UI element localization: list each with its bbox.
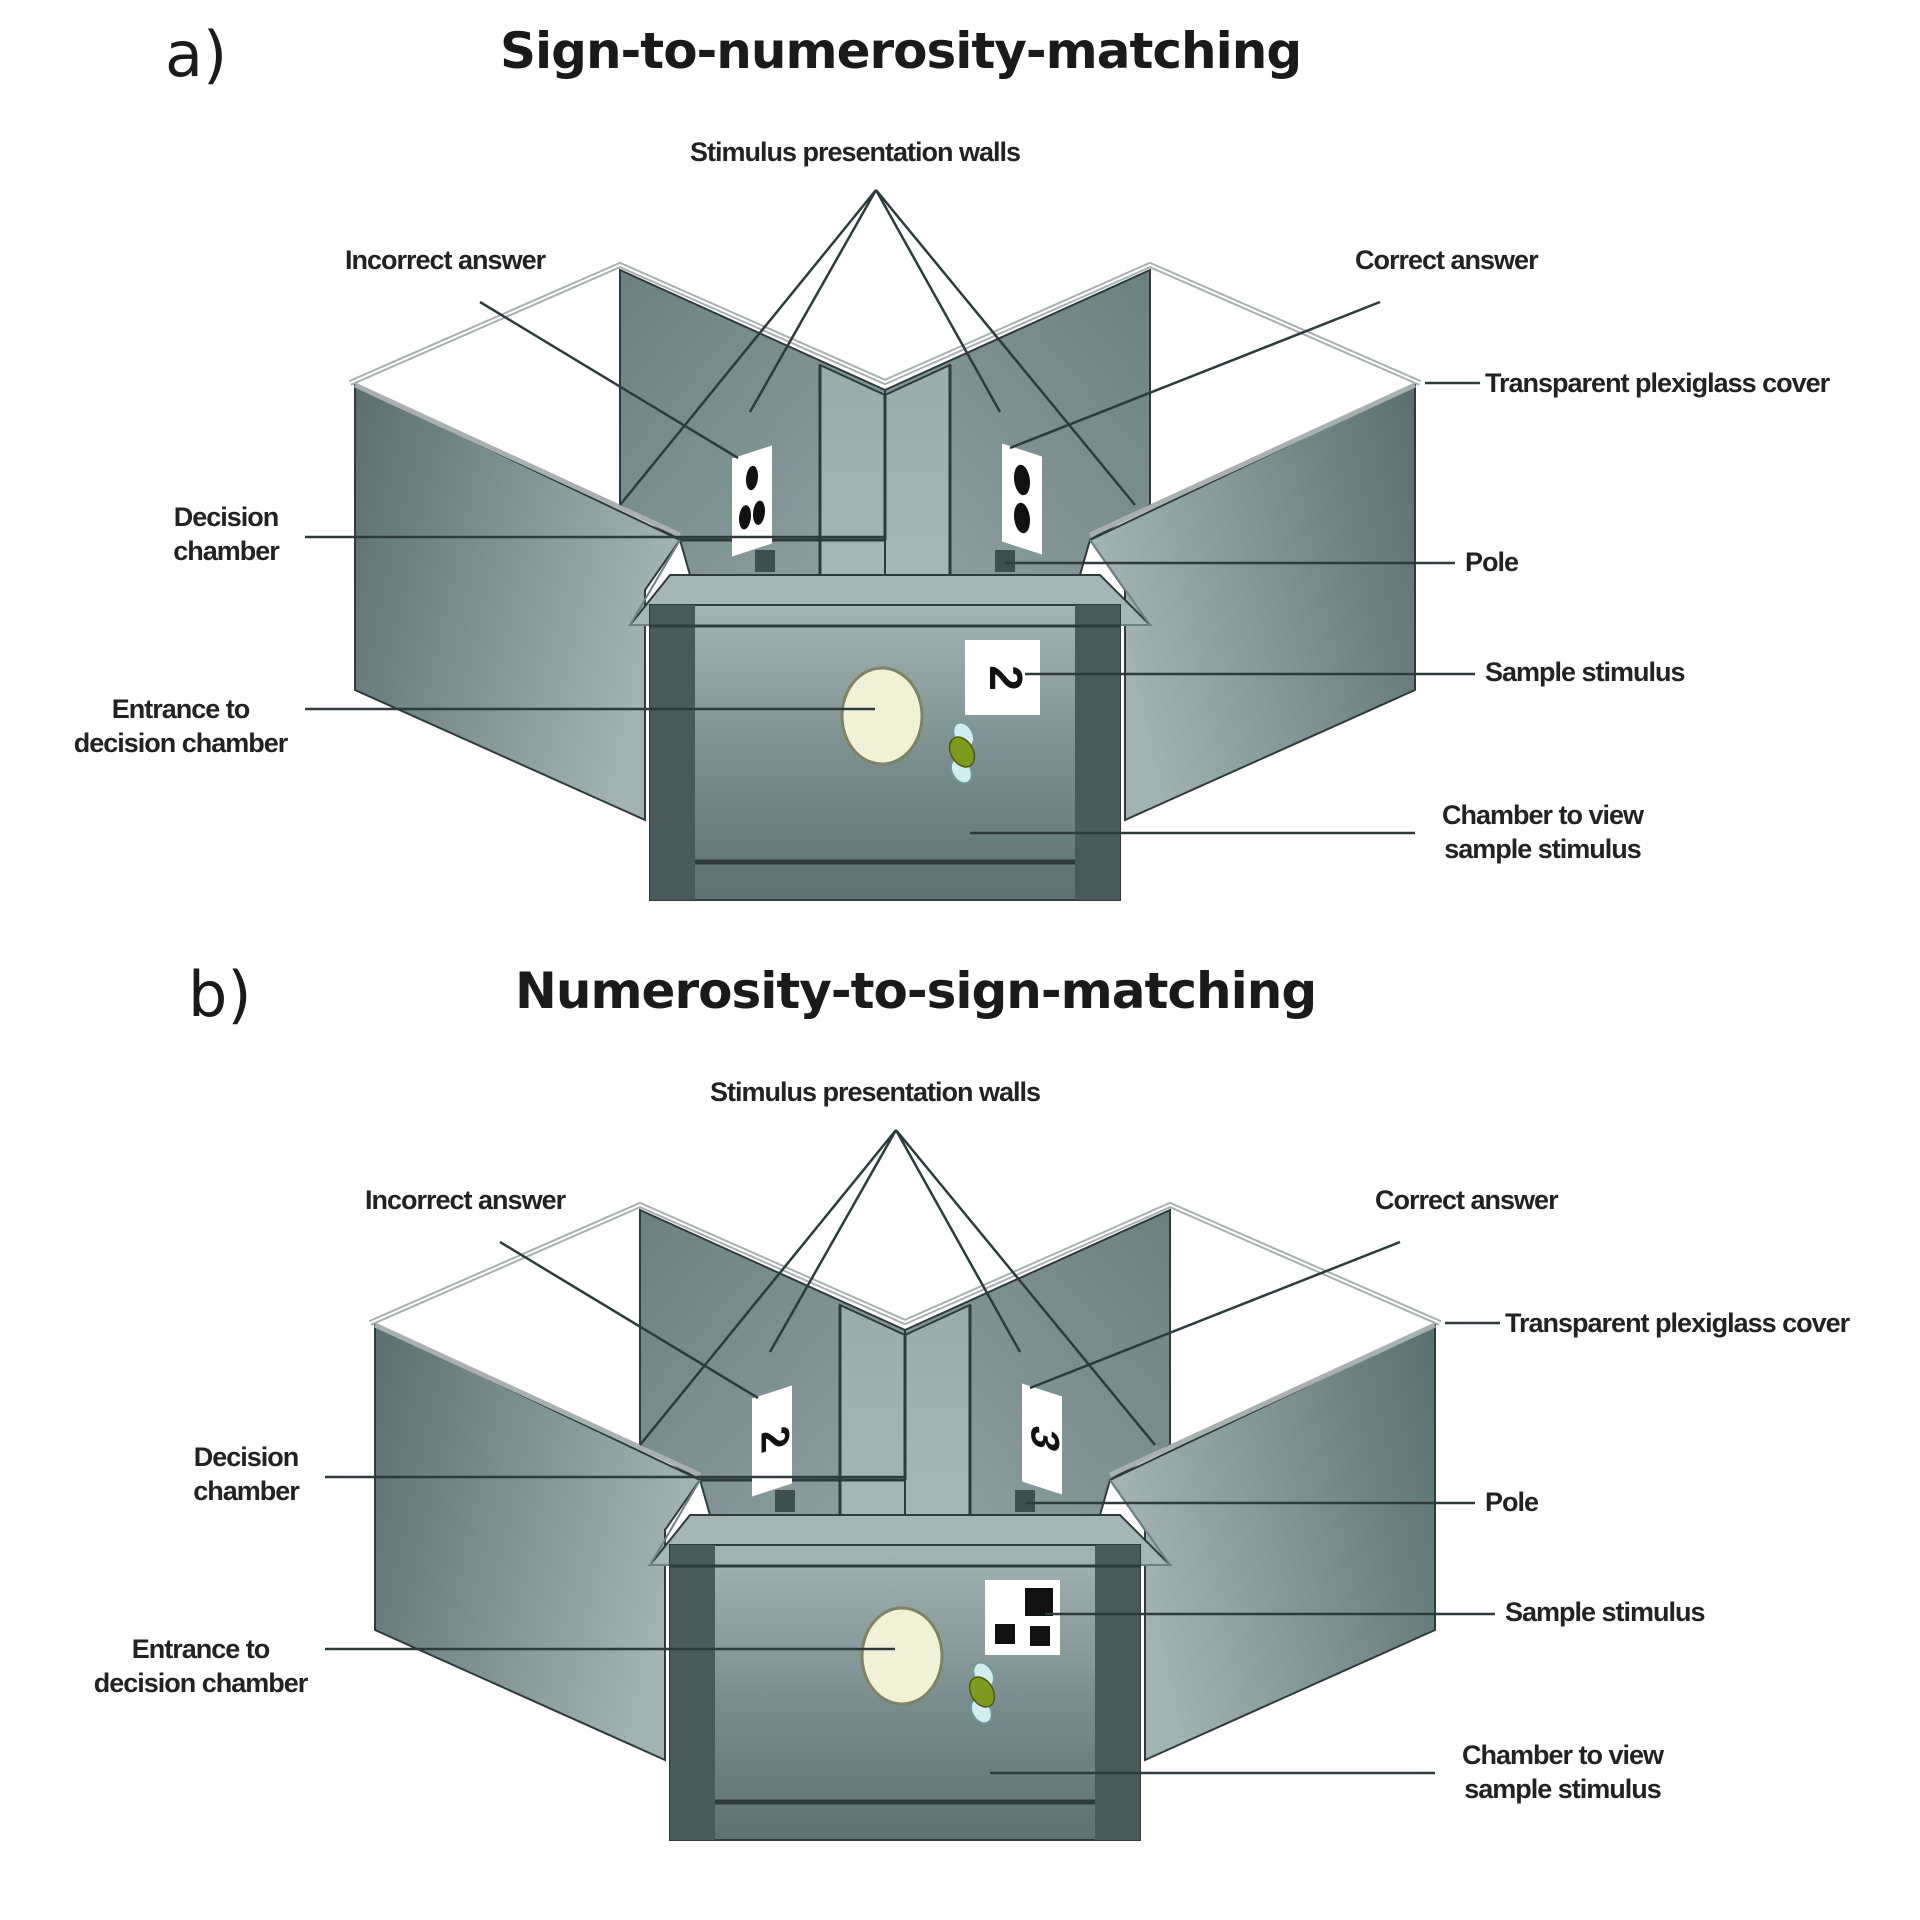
entrance-hole (840, 666, 924, 766)
right-post (1075, 605, 1120, 900)
correct-answer-card: 3 (1022, 1383, 1067, 1495)
panel-a-apparatus: 2 (305, 189, 1480, 901)
plexiglass-edge (1088, 382, 1417, 538)
center-panel-right (904, 1303, 971, 1516)
sample-square (995, 1624, 1015, 1644)
plexiglass-edge (1108, 1322, 1437, 1478)
sample-stimulus-card (985, 1580, 1060, 1655)
leader-walls-right (894, 1129, 1022, 1353)
leader-correct (1009, 300, 1381, 450)
label-correct-answer: Correct answer (1375, 1185, 1559, 1215)
pole-right (995, 550, 1015, 572)
label-incorrect-answer: Incorrect answer (365, 1185, 566, 1215)
left-post (650, 605, 695, 900)
label-view-chamber: Chamber to view sample stimulus (1461, 1740, 1664, 1804)
leader-walls-left (748, 189, 878, 413)
pole-left (755, 550, 775, 572)
panel-b-title: Numerosity-to-sign-matching (515, 962, 1317, 1020)
bee-body (948, 736, 976, 768)
label-sample-stimulus: Sample stimulus (1485, 657, 1686, 687)
bee-icon (968, 1662, 996, 1724)
leader-walls-left-far (639, 1129, 897, 1446)
leader-walls-right (874, 189, 1002, 413)
pole-right (1015, 1490, 1035, 1512)
bee-body (968, 1676, 996, 1708)
label-entrance: Entrance to decision chamber (73, 694, 289, 758)
leader-walls-right-far (875, 189, 1136, 506)
panel-b-letter: b) (188, 958, 252, 1031)
label-entrance: Entrance to decision chamber (93, 1634, 309, 1698)
sample-sign-glyph: 2 (980, 665, 1032, 691)
dot (739, 505, 751, 530)
label-stimulus-walls: Stimulus presentation walls (690, 137, 1021, 167)
label-plexiglass-cover: Transparent plexiglass cover (1485, 368, 1830, 398)
plexiglass-cover (368, 1201, 1442, 1326)
card-face (732, 445, 772, 557)
center-panel-right (884, 363, 951, 576)
entrance-hole (860, 1606, 944, 1706)
plexiglass-highlight (369, 1203, 1441, 1324)
label-decision-chamber: Decision chamber (173, 502, 280, 566)
leader-walls-right-far (895, 1129, 1156, 1446)
label-correct-answer: Correct answer (1355, 245, 1539, 275)
label-pole: Pole (1485, 1487, 1539, 1517)
center-panel-left (819, 363, 886, 576)
label-incorrect-answer: Incorrect answer (345, 245, 546, 275)
sample-square (1025, 1588, 1053, 1616)
panel-a-title: Sign-to-numerosity-matching (500, 22, 1302, 80)
left-outer-wall (374, 1323, 702, 1762)
right-outer-wall (1088, 383, 1416, 822)
card-face (752, 1385, 792, 1497)
panel-a-letter: a) (165, 18, 228, 91)
dot (746, 465, 758, 491)
label-plexiglass-cover: Transparent plexiglass cover (1505, 1308, 1850, 1338)
pole-left (775, 1490, 795, 1512)
leader-incorrect (479, 300, 739, 460)
leader-correct (1029, 1240, 1401, 1390)
sample-square (1030, 1626, 1050, 1646)
dot (753, 500, 765, 525)
plexiglass-edge (373, 1322, 702, 1478)
sample-card-face (965, 640, 1040, 715)
label-decision-chamber: Decision chamber (193, 1442, 300, 1506)
card-face (1002, 443, 1042, 555)
right-post (1095, 1545, 1140, 1840)
label-view-chamber: Chamber to view sample stimulus (1441, 800, 1644, 864)
label-sample-stimulus: Sample stimulus (1505, 1597, 1706, 1627)
correct-answer-card (1002, 443, 1042, 555)
incorrect-answer-card (732, 445, 772, 557)
dot (1014, 502, 1030, 534)
leader-incorrect (499, 1240, 759, 1400)
label-stimulus-walls: Stimulus presentation walls (710, 1077, 1041, 1107)
dot (1014, 464, 1030, 496)
plexiglass-edge (353, 382, 682, 538)
leader-walls-left-far (619, 189, 877, 506)
plexiglass-cover (348, 261, 1422, 386)
card-face (1022, 1383, 1062, 1495)
left-post (670, 1545, 715, 1840)
leader-walls-left (768, 1129, 898, 1353)
bee-icon (948, 722, 976, 784)
label-pole: Pole (1465, 547, 1519, 577)
right-outer-wall (1108, 1323, 1436, 1762)
center-panel-left (839, 1303, 906, 1516)
incorrect-answer-card: 2 (752, 1385, 797, 1497)
left-outer-wall (354, 383, 682, 822)
plexiglass-highlight (349, 263, 1421, 384)
sample-stimulus-card: 2 (965, 640, 1040, 715)
